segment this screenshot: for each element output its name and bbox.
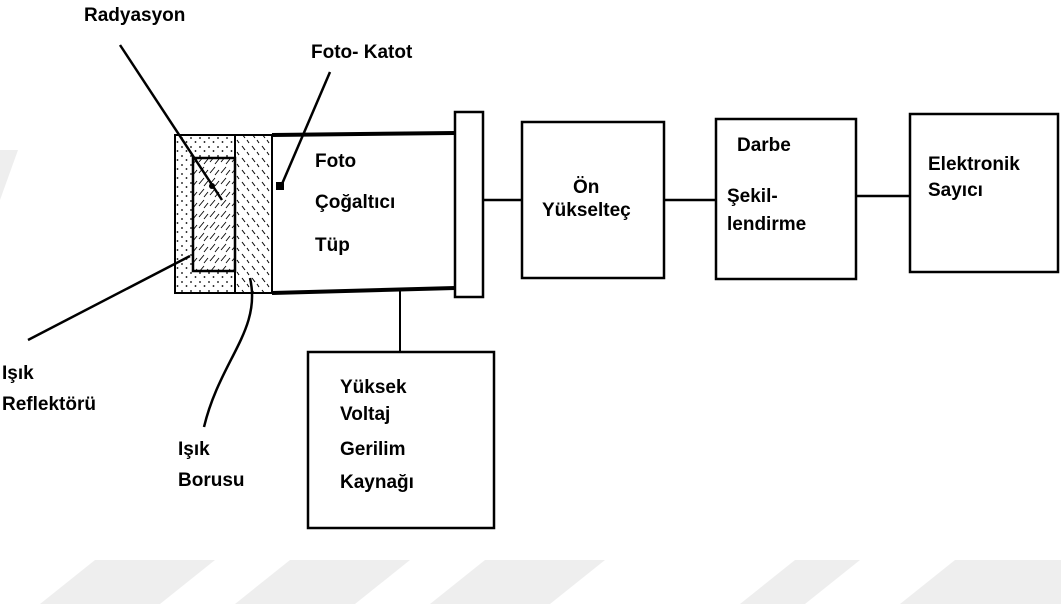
background-watermark [0, 150, 1061, 604]
leader-borusu [202, 277, 254, 428]
label-on-line1: Ön [573, 177, 600, 198]
pulse-shaping-box [714, 117, 858, 281]
scintillator-crystal [191, 156, 237, 273]
label-radyasyon: Radyasyon [84, 5, 186, 26]
leader-radyasyon [118, 44, 224, 201]
label-reflektor-line1: Işık [2, 363, 34, 384]
label-hv-line1: Yüksek [340, 377, 407, 398]
label-sayici-line2: Sayıcı [928, 180, 983, 201]
label-on-line2: Yükselteç [542, 200, 631, 221]
preamplifier-box [520, 120, 666, 280]
label-darbe-line1: Darbe [737, 135, 791, 156]
label-hv-line3: Gerilim [340, 439, 406, 460]
light-pipe [234, 134, 273, 294]
label-tube-line1: Foto [315, 151, 357, 172]
leader-reflektor [27, 254, 191, 342]
tube-base-flange [453, 110, 485, 299]
label-tube-line3: Tüp [315, 235, 350, 256]
label-borusu-line2: Borusu [178, 470, 245, 491]
photomultiplier-tube [271, 131, 456, 295]
label-foto-katot: Foto- Katot [311, 42, 413, 63]
label-borusu-line1: Işık [178, 439, 210, 460]
label-sayici-line1: Elektronik [928, 154, 1020, 175]
electronic-counter-box [908, 112, 1060, 274]
high-voltage-supply-box [306, 350, 496, 530]
label-hv-line4: Kaynağı [340, 472, 414, 493]
leader-foto-katot [280, 71, 332, 185]
label-hv-line2: Voltaj [340, 404, 391, 425]
label-darbe-line3: lendirme [727, 214, 807, 235]
label-tube-line2: Çoğaltıcı [315, 192, 396, 213]
label-reflektor-line2: Reflektörü [2, 394, 96, 415]
label-darbe-line2: Şekil- [727, 186, 778, 207]
